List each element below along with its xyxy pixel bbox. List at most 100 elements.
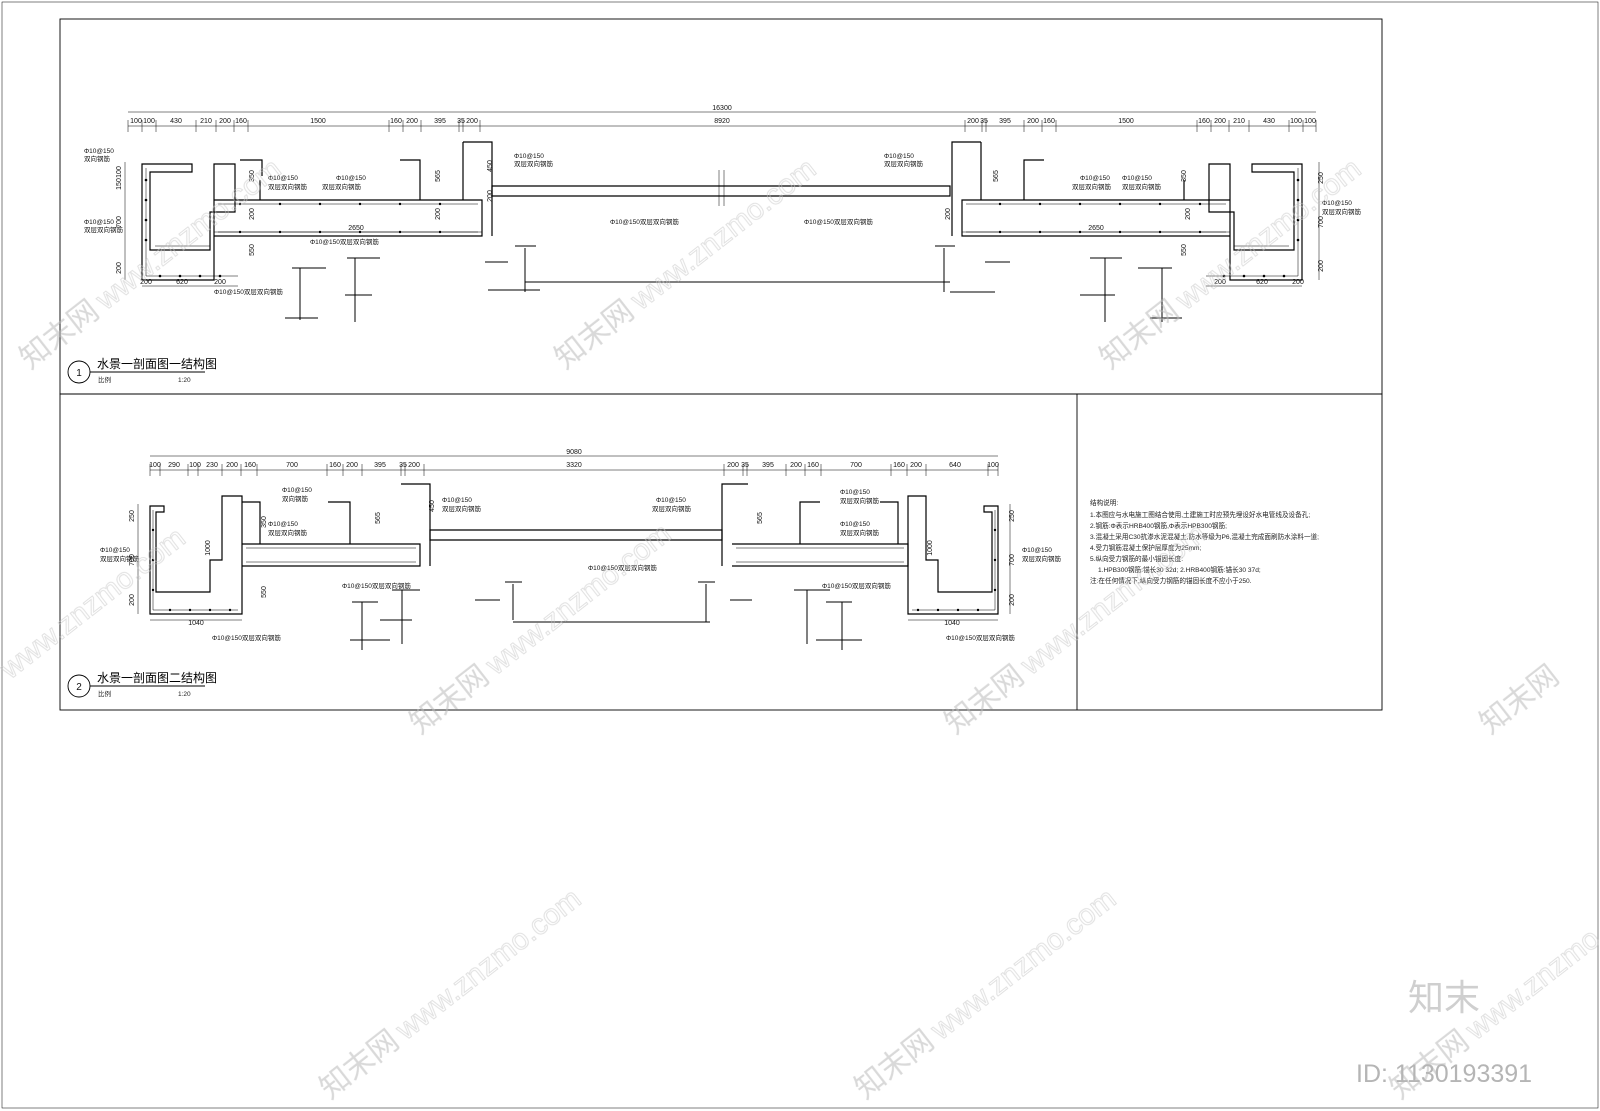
watermark-brand: 知末网 — [404, 659, 495, 740]
dim-segment: 160 — [1198, 118, 1210, 125]
rebar-label: 双层双向钢筋 — [322, 182, 362, 191]
dim-segment: 210 — [200, 118, 212, 125]
dim-segment: 230 — [206, 462, 218, 469]
dim-segment: 200 — [408, 462, 420, 469]
dim-segment: 160 — [807, 462, 819, 469]
vdim: 350 — [261, 516, 268, 528]
dim-segment: 200 — [1027, 118, 1039, 125]
dim-segment: 395 — [434, 118, 446, 125]
rebar-label: 双向钢筋 — [84, 154, 111, 163]
dim-segment: 1500 — [1118, 118, 1134, 125]
dim-segment: 210 — [1233, 118, 1245, 125]
dim-center: 8920 — [714, 118, 730, 125]
dim-segment: 160 — [1043, 118, 1055, 125]
dim-segment: 200 — [226, 462, 238, 469]
detail-number: 1 — [76, 368, 82, 379]
rebar-label: 双层双向钢筋 — [268, 528, 308, 537]
watermark-url: www.znzmo.com — [924, 882, 1122, 1047]
vdim: 565 — [435, 170, 442, 182]
vdim: 550 — [249, 244, 256, 256]
rebar-label: Φ10@150 — [514, 153, 544, 160]
dim-segment: 100 — [149, 462, 161, 469]
watermark-url: www.znzmo.com — [389, 882, 587, 1047]
watermark-brand: 知末网 — [1474, 659, 1565, 740]
dim-segment: 160 — [244, 462, 256, 469]
dim-segment: 35 — [399, 462, 407, 469]
rebar-label: 双层双向钢筋 — [84, 225, 124, 234]
rebar-label: Φ10@150 — [100, 547, 130, 554]
dim-segment: 200 — [910, 462, 922, 469]
rebar-label: 双向钢筋 — [282, 494, 309, 503]
vdim: 565 — [757, 512, 764, 524]
dim-segment: 100 — [987, 462, 999, 469]
vdim: 450 — [487, 160, 494, 172]
dim-segment: 200 — [790, 462, 802, 469]
vdim: 200 — [945, 208, 952, 220]
vdim: 200 — [1185, 208, 1192, 220]
vdim: 200 — [129, 594, 136, 606]
rebar-label: 双层双向钢筋 — [100, 554, 140, 563]
watermark-url: www.znzmo.com — [1014, 517, 1212, 682]
rebar-label: Φ10@150 — [1322, 200, 1352, 207]
vdim: 200 — [435, 208, 442, 220]
rebar-label: Φ10@150双层双向钢筋 — [212, 633, 281, 642]
dim-segment: 100 — [1290, 118, 1302, 125]
rebar-label: Φ10@150 — [442, 497, 472, 504]
dim-segment: 200 — [727, 462, 739, 469]
note-line: 5.纵向受力钢筋的最小锚固长度: — [1090, 554, 1183, 563]
scale-label: 比例 — [98, 375, 111, 384]
rebar-label: Φ10@150 — [1080, 175, 1110, 182]
dim-segment: 395 — [762, 462, 774, 469]
watermark-url: www.znzmo.com — [0, 521, 192, 686]
rebar-label: 双层双向钢筋 — [1022, 554, 1062, 563]
bottom-dim: 200 — [1214, 279, 1226, 286]
bottom-dim: 1040 — [188, 620, 204, 627]
vdim: 700 — [1318, 216, 1325, 228]
bottom-dim: 200 — [1292, 279, 1304, 286]
dim-segment: 35 — [457, 118, 465, 125]
rebar-label: Φ10@150 — [336, 175, 366, 182]
dim-segment: 200 — [967, 118, 979, 125]
vdim: 200 — [116, 262, 123, 274]
vdim: 200 — [1318, 260, 1325, 272]
dim-segment: 395 — [374, 462, 386, 469]
dim-center: 3320 — [566, 462, 582, 469]
vdim: 200 — [1009, 594, 1016, 606]
vdim: 200 — [487, 190, 494, 202]
detail-1-section: 16300 100 100 430 210 200 160 1500 160 2… — [67, 105, 1362, 384]
rebar-label: Φ10@150双层双向钢筋 — [804, 217, 873, 226]
note-line: 4.受力钢筋混凝土保护层厚度为25mm; — [1090, 543, 1202, 552]
dim-segment: 700 — [286, 462, 298, 469]
vdim: 200 — [249, 208, 256, 220]
dim-segment: 35 — [980, 118, 988, 125]
bottom-dim: 620 — [1256, 279, 1268, 286]
dim-segment: 100 — [130, 118, 142, 125]
rebar-label: 双层双向钢筋 — [652, 504, 692, 513]
rebar-label: Φ10@150 — [840, 489, 870, 496]
vdim: 350 — [249, 170, 256, 182]
dim-segment: 430 — [170, 118, 182, 125]
overall-dim-1: 16300 — [712, 105, 732, 112]
vdim: 550 — [261, 586, 268, 598]
vdim: 1000 — [205, 540, 212, 556]
watermark-brand: 知末网 — [849, 1024, 940, 1105]
dim-segment: 200 — [346, 462, 358, 469]
note-line: 注:在任何情况下,纵向受力钢筋的锚固长度不应小于250. — [1090, 576, 1252, 585]
bottom-dim: 620 — [176, 279, 188, 286]
rebar-label: 双层双向钢筋 — [840, 496, 880, 505]
watermark-brand: 知末网 — [939, 659, 1030, 740]
dim-segment: 1500 — [310, 118, 326, 125]
asset-id: ID: 1130193391 — [1356, 1060, 1532, 1088]
detail-title: 水景一剖面图一结构图 — [97, 356, 217, 371]
dim-segment: 100 — [143, 118, 155, 125]
bottom-dim: 1040 — [944, 620, 960, 627]
bottom-dim: 200 — [140, 279, 152, 286]
watermark-brand: 知末网 — [1094, 294, 1185, 375]
dim-segment: 640 — [949, 462, 961, 469]
detail-title: 水景一剖面图二结构图 — [97, 670, 217, 685]
dim-segment: 160 — [893, 462, 905, 469]
rebar-label: Φ10@150双层双向钢筋 — [310, 237, 379, 246]
dim-segment: 200 — [219, 118, 231, 125]
rebar-label: 双层双向钢筋 — [268, 182, 308, 191]
